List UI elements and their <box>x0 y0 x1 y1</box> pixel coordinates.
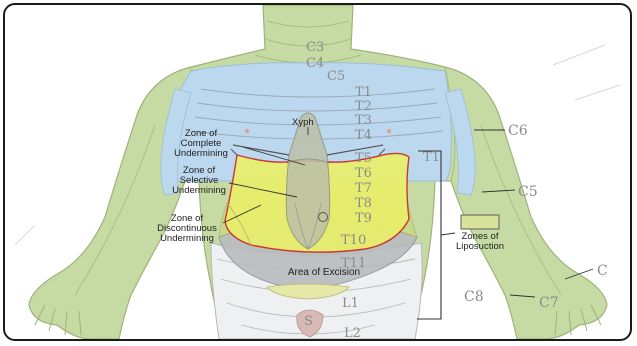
dermatome-l1: L1 <box>342 296 359 311</box>
dermatome-c-edge: C <box>597 263 608 279</box>
abdominoplasty-zones-diagram: C3 C4 C5 T1 T2 T3 T4 T5 T6 T7 T8 T9 T10 … <box>5 5 630 339</box>
dermatome-t3: T3 <box>355 113 372 128</box>
dermatome-t5: T5 <box>355 151 372 166</box>
label-zone-complete-3: Undermining <box>174 148 228 159</box>
label-xyph: Xyph <box>292 117 314 128</box>
dermatome-t6: T6 <box>355 166 372 181</box>
dermatome-t1: T1 <box>355 85 372 100</box>
dermatome-c5: C5 <box>327 69 345 84</box>
dermatome-c3: C3 <box>306 40 324 55</box>
liposuction-legend-swatch <box>461 215 499 229</box>
dermatome-t4: T4 <box>355 128 372 143</box>
dermatome-t9: T9 <box>355 211 372 226</box>
dermatome-s: S <box>304 314 313 329</box>
dermatome-c5-arm: C5 <box>518 184 538 200</box>
dermatome-t8: T8 <box>355 196 372 211</box>
dermatome-t10: T10 <box>341 233 366 248</box>
dermatome-l2: L2 <box>344 326 361 339</box>
dermatome-c4: C4 <box>306 56 324 71</box>
dermatome-c8: C8 <box>464 289 484 305</box>
dermatome-t2: T2 <box>355 99 372 114</box>
label-zone-discontinuous-3: Undermining <box>160 233 214 244</box>
figure-frame: C3 C4 C5 T1 T2 T3 T4 T5 T6 T7 T8 T9 T10 … <box>3 3 632 341</box>
dermatome-c7: C7 <box>539 295 559 311</box>
dermatome-c6: C6 <box>508 123 528 139</box>
dermatome-t7: T7 <box>355 181 372 196</box>
label-area-of-excision: Area of Excision <box>288 267 360 278</box>
label-zones-liposuction-2: Liposuction <box>456 241 504 252</box>
label-zone-selective-3: Undermining <box>172 185 226 196</box>
dermatome-t1-side: T1 <box>423 150 440 165</box>
